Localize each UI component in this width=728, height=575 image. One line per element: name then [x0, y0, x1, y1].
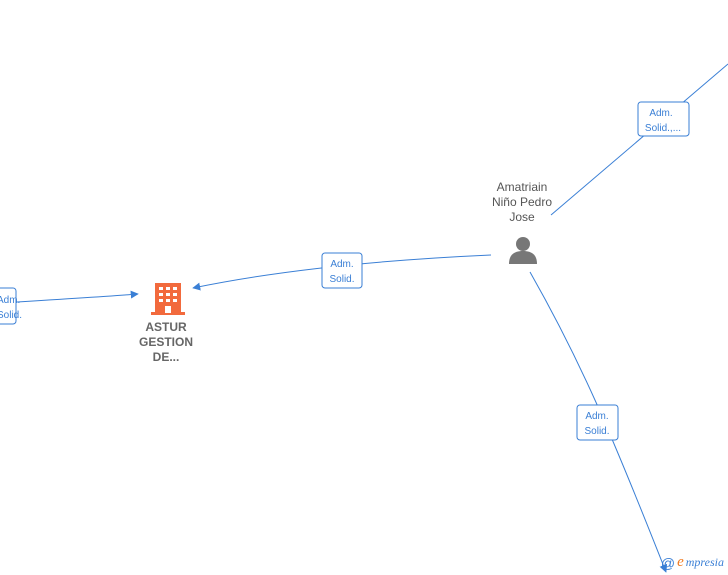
- company-name-line: ASTUR: [145, 320, 187, 334]
- edge-label-person-company[interactable]: Adm. Solid.: [321, 252, 363, 289]
- logo-wordmark: mpresia: [685, 555, 724, 569]
- edge-person-topright[interactable]: [550, 63, 728, 216]
- edge-label-person-bottom[interactable]: Adm. Solid.: [576, 404, 619, 441]
- person-name-line: Jose: [509, 210, 535, 224]
- empresia-logo: @ e mpresia: [661, 554, 724, 571]
- person-icon[interactable]: [509, 237, 537, 264]
- company-node-label[interactable]: ASTUR GESTION DE...: [126, 320, 206, 365]
- edge-label-line: Adm.: [649, 108, 672, 119]
- edge-left-offscreen[interactable]: [0, 290, 139, 304]
- at-symbol: @: [660, 554, 676, 571]
- company-name-line: DE...: [152, 350, 180, 364]
- edge-label-line: Solid.: [0, 310, 22, 321]
- edge-label-line: Adm.: [0, 295, 20, 306]
- edge-label-line: Adm.: [330, 259, 353, 270]
- edge-label-line: Solid.: [584, 426, 609, 437]
- building-icon[interactable]: [151, 283, 185, 315]
- company-name-line: GESTION: [138, 335, 193, 349]
- edge-label-person-topright[interactable]: Adm. Solid.,...: [637, 101, 690, 137]
- person-name-line: Niño Pedro: [491, 195, 553, 209]
- logo-e: e: [677, 554, 684, 570]
- edge-label-line: Adm.: [585, 411, 608, 422]
- person-name-line: Amatriain: [496, 180, 548, 194]
- edge-label-line: Solid.: [329, 274, 354, 285]
- person-node-label[interactable]: Amatriain Niño Pedro Jose: [477, 180, 567, 225]
- edge-person-bottom[interactable]: [529, 271, 668, 573]
- edge-label-left-offscreen[interactable]: Adm. Solid.: [0, 287, 22, 325]
- edge-label-line: Solid.,...: [645, 123, 681, 134]
